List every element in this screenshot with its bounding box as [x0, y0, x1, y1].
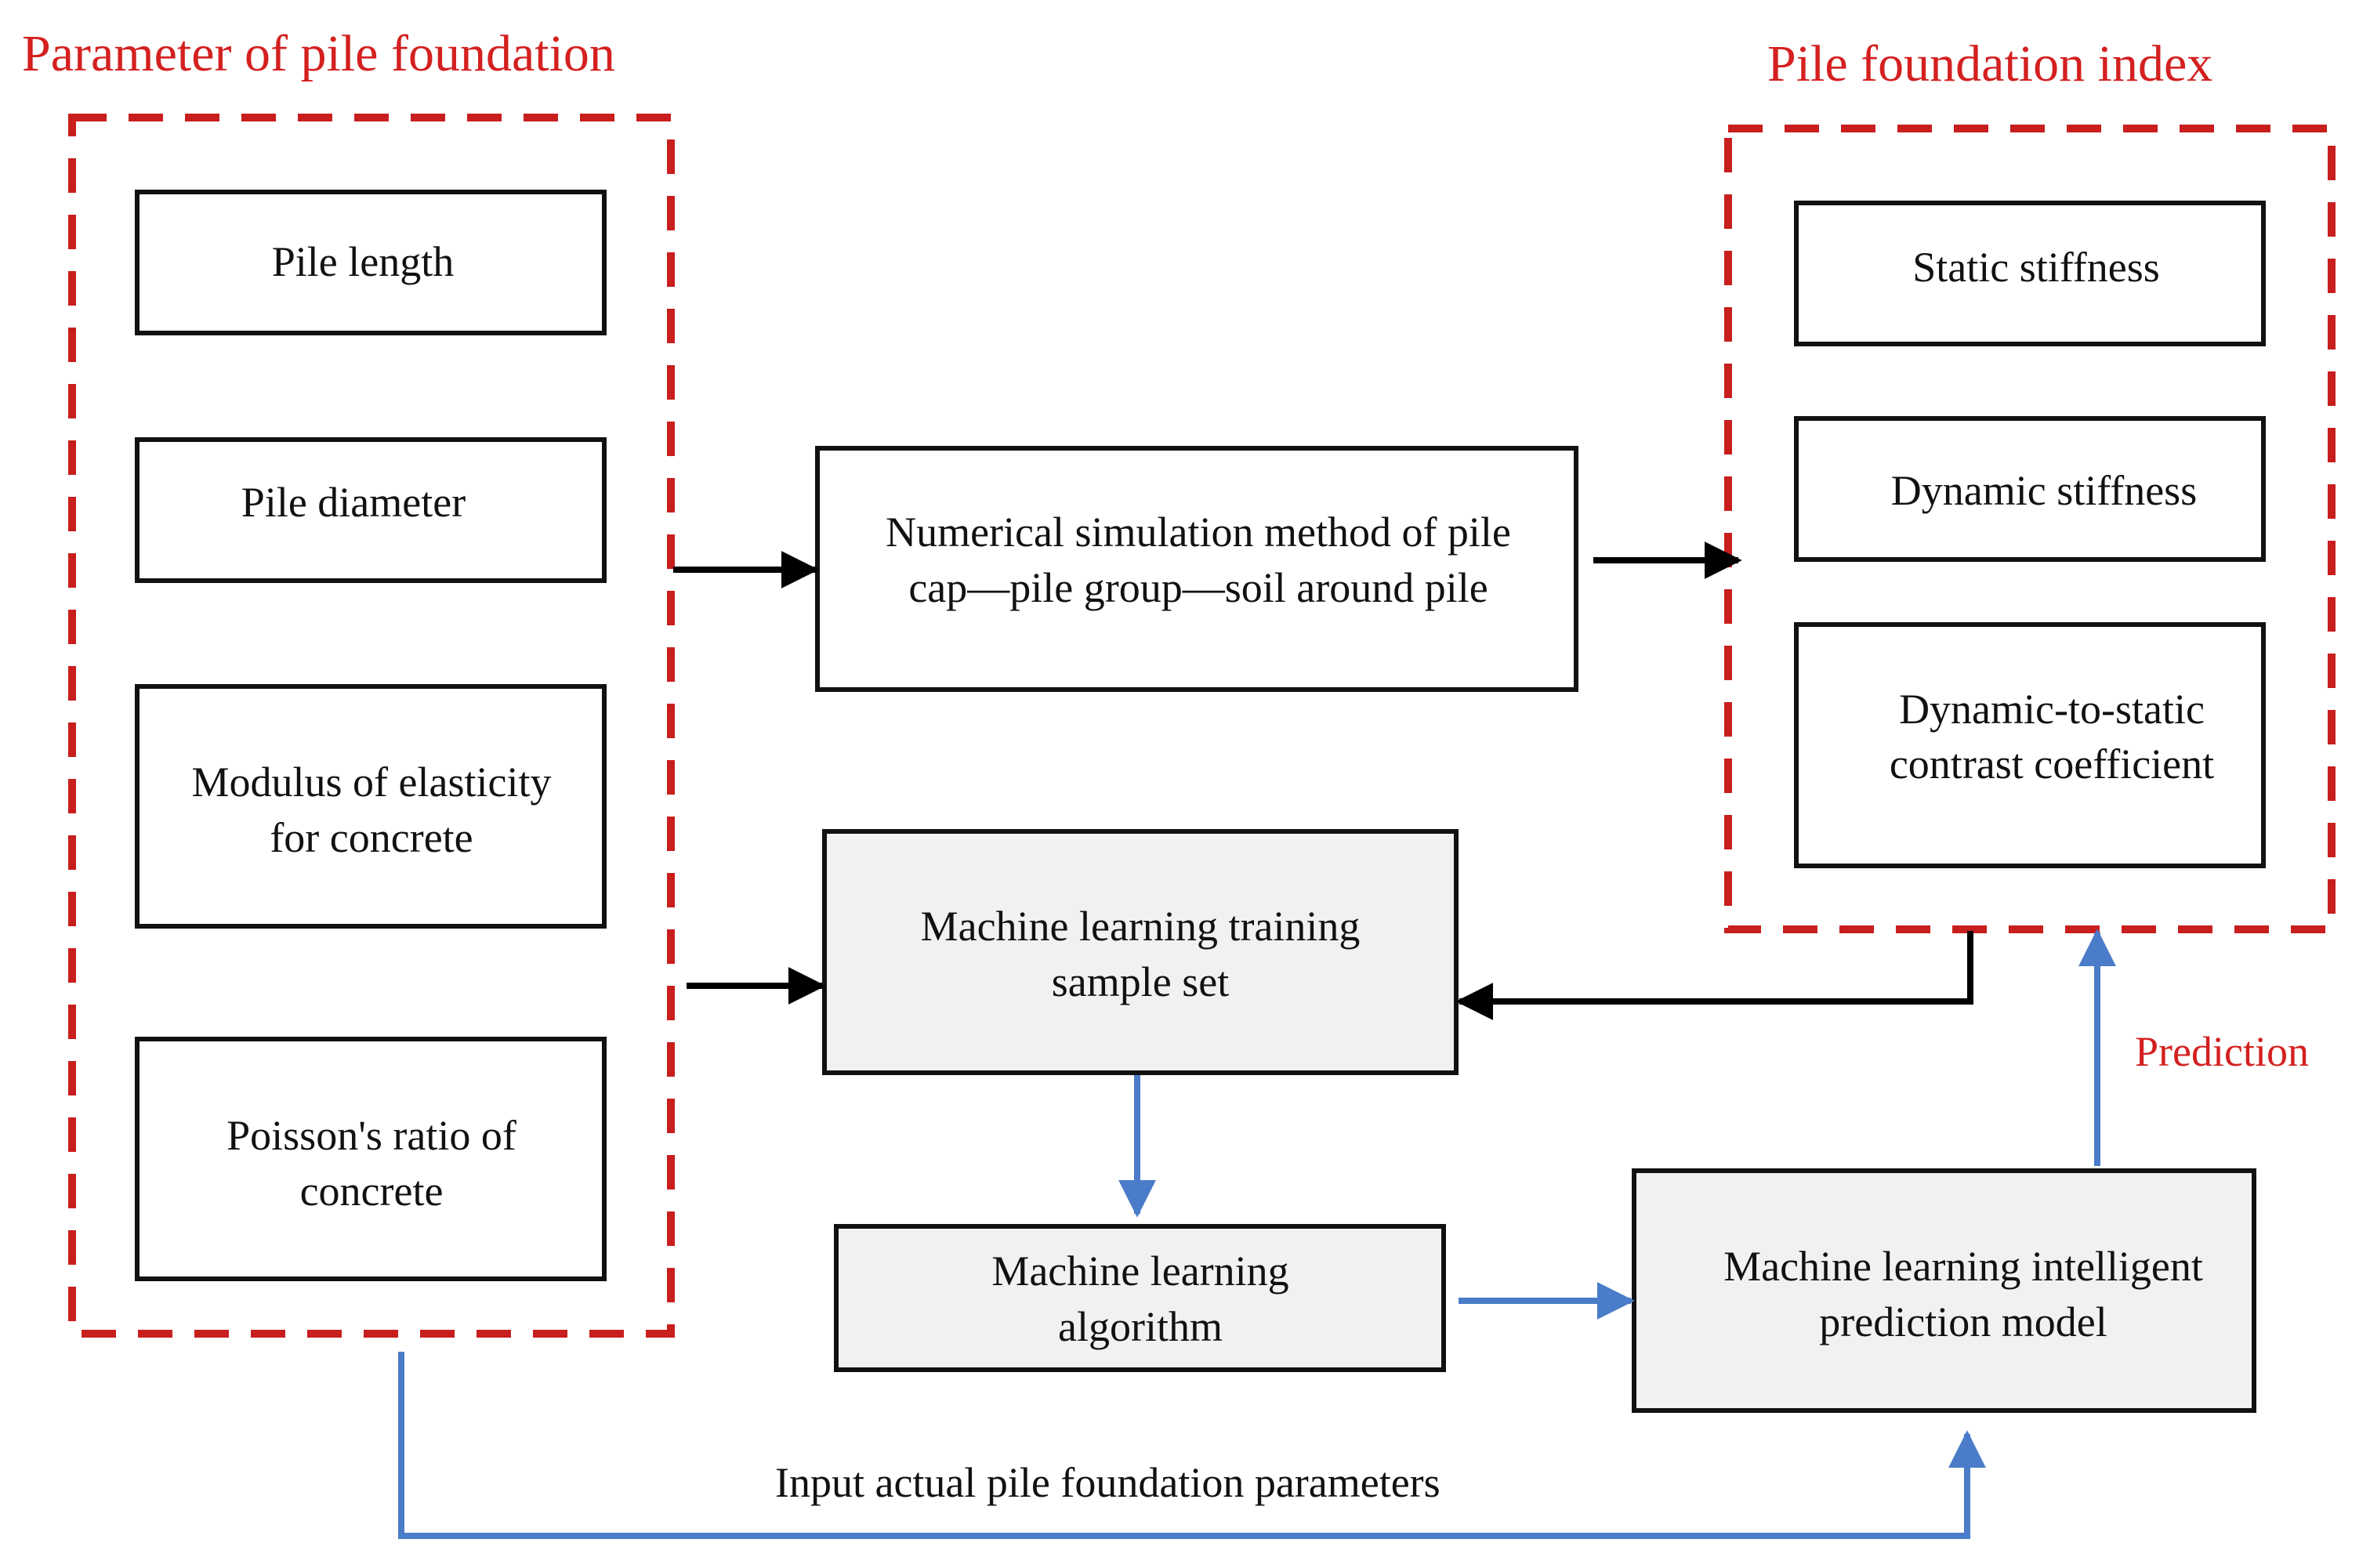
- ml-model-label-line2: prediction model: [1819, 1298, 2107, 1345]
- parameters-group-border: [68, 114, 675, 1338]
- ml-training-sample-set-box: Machine learning training sample set: [822, 829, 1459, 1075]
- index-box-label: Dynamic stiffness: [1891, 467, 2197, 514]
- ml-training-label-line2: sample set: [1052, 958, 1229, 1005]
- prediction-label: Prediction: [2135, 1028, 2309, 1075]
- param-box-label-line1: Poisson's ratio of: [226, 1112, 516, 1159]
- param-box-pile-diameter: Pile diameter: [135, 437, 607, 583]
- arrow-input-params-to-model: [398, 1352, 1986, 1539]
- parameters-group-title: Parameter of pile foundation: [22, 25, 615, 82]
- simulation-label-line1: Numerical simulation method of pile: [886, 509, 1511, 556]
- ml-prediction-model-box: Machine learning intelligent prediction …: [1632, 1168, 2256, 1413]
- input-parameters-label: Input actual pile foundation parameters: [775, 1459, 1440, 1506]
- param-box-label: Pile diameter: [241, 479, 466, 526]
- indices-group-title: Pile foundation index: [1767, 35, 2212, 92]
- ml-algorithm-label-line2: algorithm: [1058, 1303, 1223, 1350]
- param-box-label-line1: Modulus of elasticity: [192, 759, 552, 806]
- index-box-label-line1: Dynamic-to-static: [1899, 686, 2205, 733]
- simulation-box: Numerical simulation method of pile cap—…: [815, 446, 1578, 692]
- index-box-label-line2: contrast coefficient: [1890, 741, 2214, 788]
- param-box-label: Pile length: [272, 238, 454, 285]
- param-box-label-line2: for concrete: [270, 814, 473, 861]
- indices-group-border: [1724, 125, 2336, 933]
- ml-training-label-line1: Machine learning training: [921, 903, 1361, 950]
- arrow-indices-to-training-set: [1455, 931, 1973, 1020]
- index-box-dynamic-stiffness: Dynamic stiffness: [1794, 416, 2266, 562]
- ml-model-label-line1: Machine learning intelligent: [1723, 1243, 2203, 1290]
- index-box-dynamic-static-coefficient: Dynamic-to-static contrast coefficient: [1794, 622, 2266, 868]
- index-box-label: Static stiffness: [1912, 244, 2159, 291]
- simulation-label-line2: cap—pile group—soil around pile: [908, 564, 1488, 611]
- ml-algorithm-label-line1: Machine learning: [991, 1248, 1288, 1295]
- param-box-label-line2: concrete: [300, 1168, 444, 1215]
- index-box-static-stiffness: Static stiffness: [1794, 201, 2266, 346]
- param-box-pile-length: Pile length: [135, 190, 607, 335]
- ml-algorithm-box: Machine learning algorithm: [834, 1224, 1446, 1372]
- param-box-poisson-ratio: Poisson's ratio of concrete: [135, 1037, 607, 1281]
- param-box-elastic-modulus: Modulus of elasticity for concrete: [135, 684, 607, 929]
